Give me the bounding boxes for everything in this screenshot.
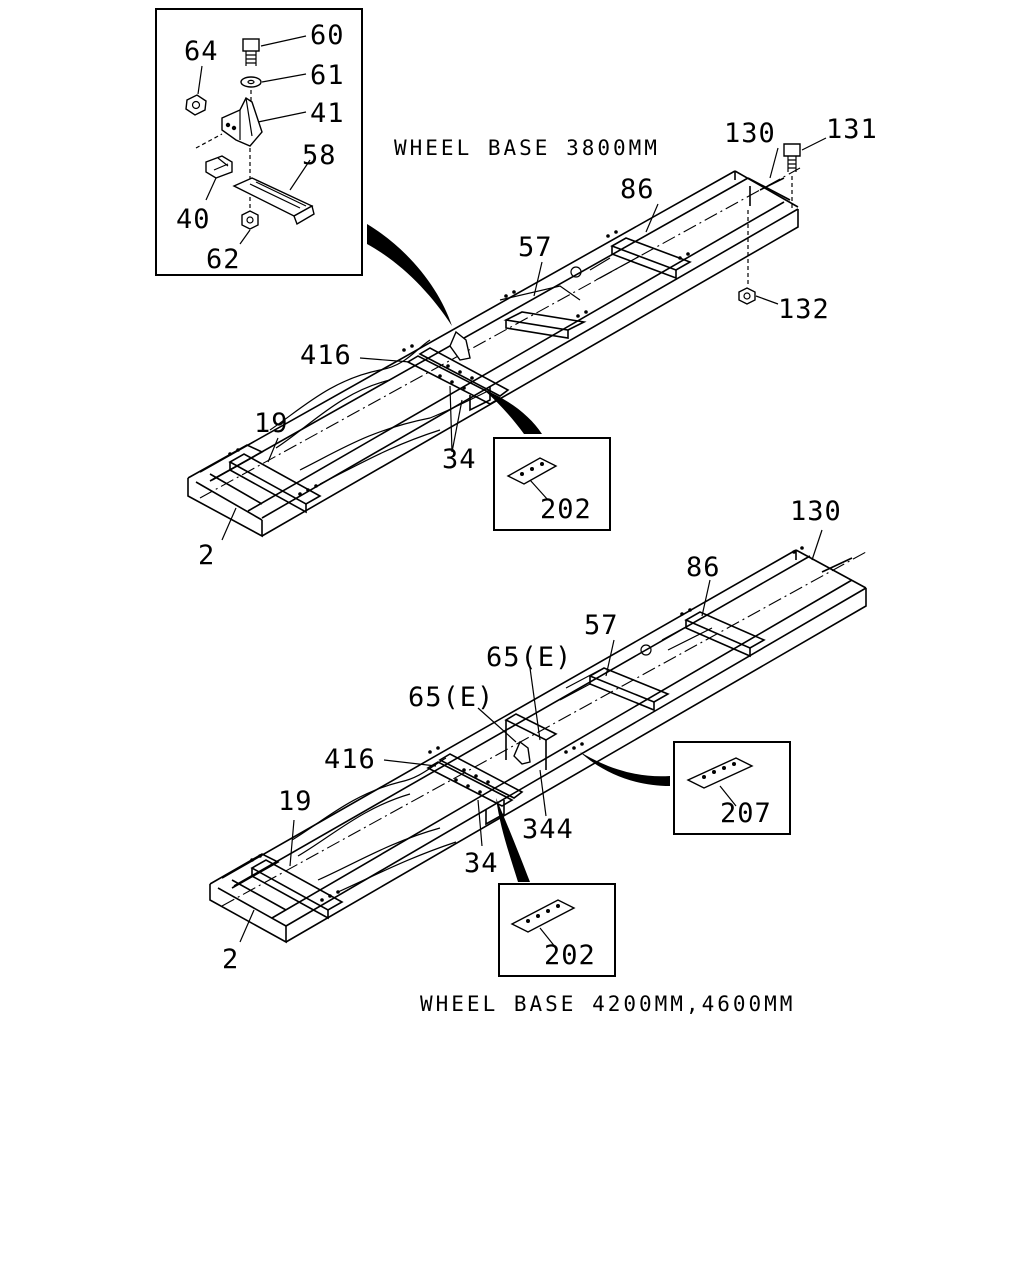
callout-58: 58 (302, 140, 337, 171)
plate-pointer (484, 390, 542, 434)
nut-icon (241, 210, 259, 230)
detail-inset: 60 61 64 41 58 40 62 (155, 8, 363, 276)
bracket-icon (221, 96, 263, 147)
nut-icon (738, 287, 756, 305)
crossmember-344 (504, 713, 558, 770)
plate-pointer (496, 798, 530, 882)
crossmember-2 (217, 879, 287, 927)
bracket-icon (513, 740, 531, 765)
crossmember-19 (250, 859, 344, 920)
bolt-icon (242, 38, 260, 66)
callout-60: 60 (310, 20, 345, 51)
rivet-holes (250, 546, 804, 902)
detail-pointer (367, 224, 452, 326)
callout-344: 344 (522, 814, 574, 845)
plate-box-202: 202 (493, 437, 611, 531)
callout-130: 130 (790, 496, 842, 527)
plate-box-207: 207 (673, 741, 791, 835)
crossmember-130 (734, 171, 791, 206)
crossmember-2 (195, 473, 263, 521)
rail-plate-icon (232, 177, 315, 226)
callout-202: 202 (540, 494, 592, 525)
nut-icon (185, 94, 207, 116)
callout-86: 86 (620, 174, 655, 205)
washer-icon (240, 76, 262, 88)
bolt-icon (783, 143, 801, 172)
bolt-icon (205, 155, 233, 179)
crossmember-86 (570, 237, 692, 281)
frame-rails (187, 167, 801, 538)
callout-61: 61 (310, 60, 345, 91)
plate-icon (510, 899, 576, 933)
callout-416: 416 (300, 340, 352, 371)
callout-65e-upper: 65(E) (486, 642, 572, 673)
callout-86: 86 (686, 552, 721, 583)
callout-64: 64 (184, 36, 219, 67)
top-diagram: 60 61 64 41 58 40 62 WHEEL BASE 3800MM (155, 8, 878, 571)
callout-130: 130 (724, 118, 776, 149)
rivet-holes (228, 230, 690, 496)
callout-62: 62 (206, 244, 241, 275)
caption-bottom: WHEEL BASE 4200MM,4600MM (420, 992, 795, 1016)
callout-2: 2 (222, 944, 239, 975)
callout-40: 40 (176, 204, 211, 235)
callout-2: 2 (198, 540, 215, 571)
crossmember-19 (228, 453, 322, 514)
callout-34: 34 (442, 444, 477, 475)
bottom-diagram: 130 86 57 65(E) 65(E) 416 19 344 34 2 20… (209, 496, 867, 1016)
callout-207: 207 (720, 798, 772, 829)
bracket-icon (449, 330, 471, 361)
callout-65e-lower: 65(E) (408, 682, 494, 713)
callout-34: 34 (464, 848, 499, 879)
callout-19: 19 (278, 786, 313, 817)
callout-202: 202 (544, 940, 596, 971)
crossmember-86 (640, 611, 766, 658)
plate-pointer (580, 752, 670, 786)
callout-57: 57 (518, 232, 553, 263)
frame-rails (209, 549, 867, 944)
callout-132: 132 (778, 294, 830, 325)
plate-icon (686, 757, 754, 789)
callout-416: 416 (324, 744, 376, 775)
crossmember-57 (499, 285, 587, 339)
plate-box-202: 202 (498, 883, 616, 977)
crossmember-34 (426, 753, 524, 807)
callout-57: 57 (584, 610, 619, 641)
callout-41: 41 (310, 98, 345, 129)
crossmember-130 (795, 550, 853, 573)
caption-top: WHEEL BASE 3800MM (394, 136, 660, 160)
crossmember-57 (559, 667, 670, 712)
callout-19: 19 (254, 408, 289, 439)
callout-131: 131 (826, 114, 878, 145)
